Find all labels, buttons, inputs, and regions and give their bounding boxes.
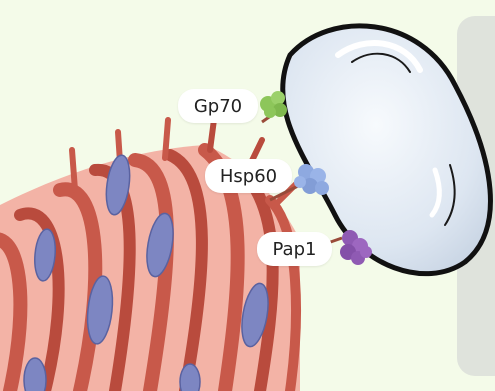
fiber-tip-1 <box>72 150 75 190</box>
host-tissue <box>0 112 300 391</box>
label-gp70: Gp70 <box>178 89 258 123</box>
protein-gp70 <box>260 91 287 118</box>
nucleus-6 <box>24 358 46 391</box>
nucleus-7 <box>180 364 200 391</box>
label-hsp60: Hsp60 <box>205 159 292 193</box>
label-pap1: Pap1 <box>257 232 332 266</box>
fiber-tip-3 <box>165 120 168 158</box>
